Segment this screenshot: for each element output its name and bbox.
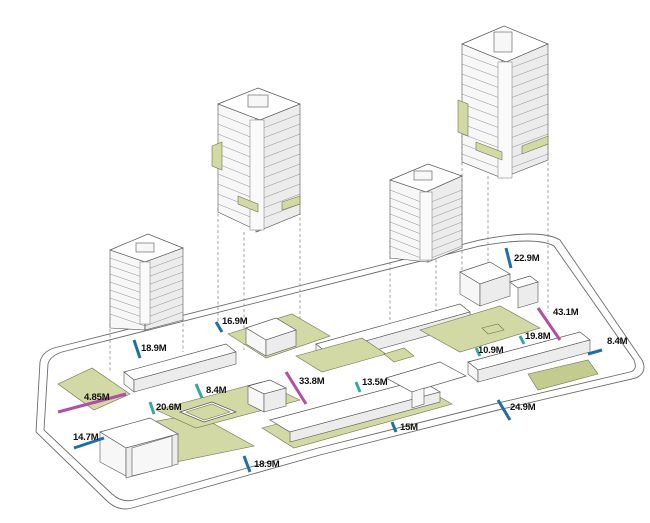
tower-3 bbox=[389, 163, 463, 263]
label-4-85: 4.85M bbox=[84, 392, 110, 403]
dimension-labels: 22.9M 43.1M 8.4M 19.8M 10.9M 16.9M 18.9M… bbox=[73, 253, 628, 470]
marker-15 bbox=[390, 421, 398, 433]
label-24-9: 24.9M bbox=[510, 402, 536, 413]
marker-16-9 bbox=[214, 321, 224, 333]
site-boundary bbox=[35, 233, 645, 510]
marker-13-5 bbox=[354, 381, 362, 393]
marker-18-9-bottom bbox=[242, 455, 252, 473]
label-13-5: 13.5M bbox=[362, 377, 388, 388]
tower-4 bbox=[457, 25, 549, 179]
dimension-markers bbox=[57, 247, 603, 473]
label-16-9: 16.9M bbox=[222, 316, 248, 327]
label-22-9: 22.9M bbox=[514, 253, 540, 264]
label-20-6: 20.6M bbox=[156, 402, 182, 413]
marker-4-85 bbox=[57, 392, 127, 414]
marker-20-6 bbox=[148, 401, 156, 415]
tower-2 bbox=[211, 87, 301, 233]
marker-22-9 bbox=[504, 247, 513, 269]
podium bbox=[57, 261, 599, 479]
marker-19-8 bbox=[518, 335, 526, 345]
label-8-4-right: 8.4M bbox=[607, 336, 628, 347]
marker-14-7 bbox=[73, 436, 105, 450]
marker-33-8 bbox=[284, 371, 308, 405]
marker-24-9 bbox=[496, 399, 512, 421]
marker-8-4-right bbox=[587, 348, 603, 356]
label-19-8: 19.8M bbox=[525, 331, 551, 342]
marker-8-4-left bbox=[194, 383, 204, 399]
label-43-1: 43.1M bbox=[553, 307, 579, 318]
label-18-9-bottom: 18.9M bbox=[254, 459, 280, 470]
tower-1 bbox=[109, 233, 184, 331]
marker-18-9-top bbox=[132, 339, 142, 359]
label-18-9-top: 18.9M bbox=[141, 343, 167, 354]
label-14-7: 14.7M bbox=[73, 432, 99, 443]
label-8-4-left: 8.4M bbox=[206, 385, 227, 396]
label-10-9: 10.9M bbox=[478, 345, 504, 356]
label-33-8: 33.8M bbox=[299, 376, 325, 387]
label-15: 15M bbox=[400, 422, 418, 433]
marker-10-9 bbox=[474, 347, 482, 357]
marker-43-1 bbox=[536, 307, 562, 341]
